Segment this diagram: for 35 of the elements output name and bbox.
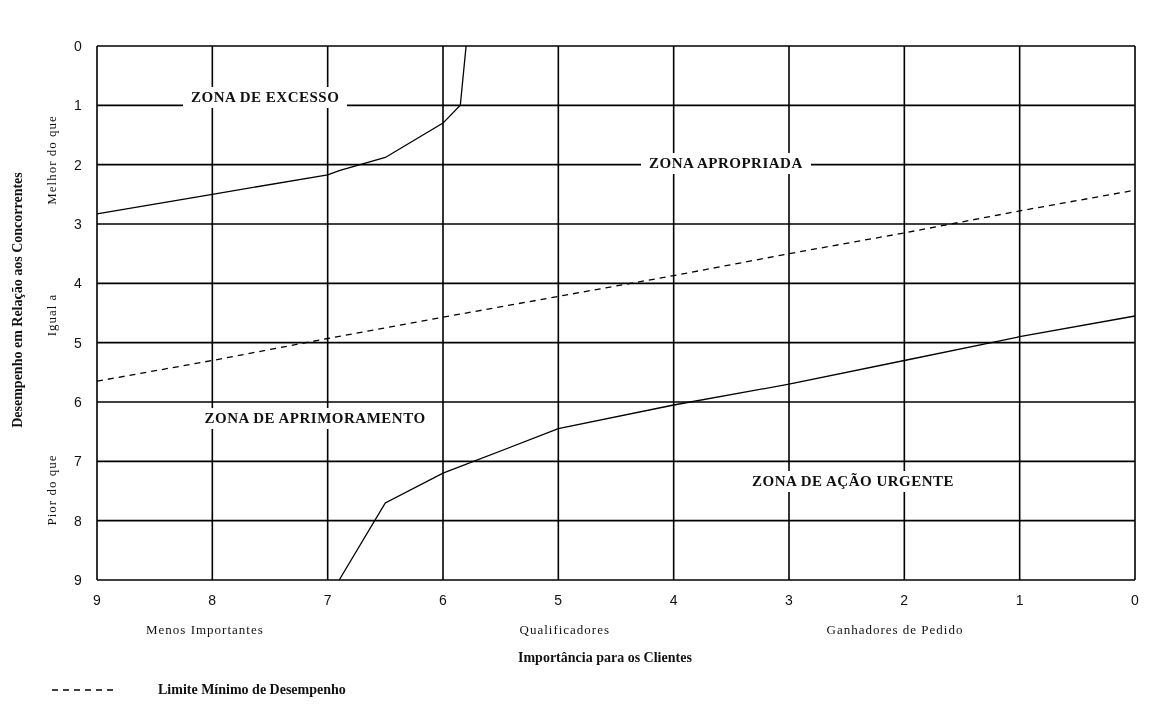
- axis-tick-label: 6: [439, 592, 447, 608]
- axis-group-label: Ganhadores de Pedido: [826, 622, 964, 638]
- axis-tick-label: 4: [669, 592, 678, 608]
- axis-tick-label: 1: [1015, 592, 1024, 608]
- axis-group-label: Qualificadores: [519, 622, 611, 638]
- axis-tick-label: 8: [74, 512, 82, 529]
- label: ZONA DE EXCESSO: [191, 88, 340, 105]
- axis-tick-label: 3: [74, 216, 82, 232]
- axis-tick-label: 9: [74, 572, 82, 588]
- axis-title: Importância para os Clientes: [518, 650, 692, 666]
- legend-text: Limite Mínimo de Desempenho: [158, 682, 346, 698]
- axis-tick-label: 0: [74, 38, 82, 54]
- label: ZONA DE AÇÃO URGENTE: [752, 472, 955, 489]
- axis-tick-label: 3: [785, 592, 793, 608]
- axis-tick-label: 2: [74, 156, 82, 173]
- axis-tick-label: 6: [74, 394, 82, 410]
- axis-tick-label: 7: [323, 592, 332, 608]
- axis-tick-label: 8: [208, 592, 217, 608]
- axis-tick-label: 4: [74, 275, 82, 292]
- axis-tick-label: 7: [74, 453, 82, 470]
- zone-label: ZONA DE EXCESSO: [183, 86, 348, 108]
- axis-tick-label: 9: [93, 592, 101, 608]
- label: ZONA APROPRIADA: [649, 154, 803, 171]
- axis-group-label: Igual a: [43, 293, 60, 337]
- label: ZONA DE APRIMORAMENTO: [204, 409, 426, 426]
- axis-group-label: Melhor do que: [43, 115, 60, 205]
- axis-tick-label: 1: [74, 97, 82, 114]
- axis-tick-label: 0: [1131, 592, 1139, 608]
- axis-tick-label: 2: [900, 592, 909, 608]
- axis-group-label: Menos Importantes: [146, 622, 264, 638]
- axis-title: Desempenho em Relação aos Concorrentes: [9, 172, 26, 428]
- axis-group-label: Pior do que: [44, 454, 60, 526]
- axis-tick-label: 5: [74, 334, 82, 351]
- zone-label: ZONA APROPRIADA: [641, 152, 811, 174]
- axis-tick-label: 5: [554, 592, 563, 608]
